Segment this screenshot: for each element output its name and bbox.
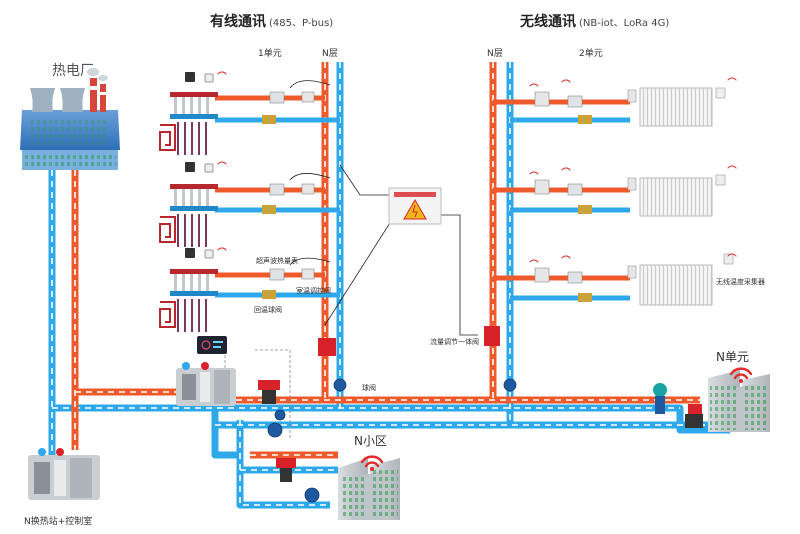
heat-meter-icon <box>262 91 592 302</box>
unit1-label: 1单元 <box>258 49 282 59</box>
temp-valve-label: 室温调控阀 <box>296 287 331 295</box>
control-panel-icon <box>197 336 227 354</box>
floor-n-left-label: N层 <box>322 49 338 59</box>
warning-box-icon <box>388 187 442 225</box>
flow-meter-icon <box>653 383 667 414</box>
butterfly-valve-icon <box>267 378 517 503</box>
heat-exchange-station-icon <box>28 448 100 500</box>
power-plant-label: 热电厂 <box>52 63 94 79</box>
wifi-signal-icon <box>217 71 753 471</box>
apartment-building-icon <box>338 458 400 520</box>
wired-communication-title: 有线通讯(485、P-bus) <box>210 11 333 31</box>
wired-title-sub: (485、P-bus) <box>269 18 334 29</box>
floor-n-right-label: N层 <box>487 49 503 59</box>
radiator-icon <box>627 87 734 306</box>
power-plant-icon <box>20 68 120 170</box>
n-community-label: N小区 <box>354 434 387 448</box>
control-valve-icon <box>258 326 703 482</box>
n-unit-label: N单元 <box>716 350 749 364</box>
apartment-building-icon <box>708 370 770 432</box>
return-pipes <box>48 62 740 509</box>
heat-exchange-station-icon <box>176 362 236 406</box>
wireless-title-main: 无线通讯 <box>520 14 576 30</box>
unit2-label: 2单元 <box>579 49 603 59</box>
wired-title-main: 有线通讯 <box>210 14 266 30</box>
flow-regulator-label: 流量调节一体阀 <box>430 338 479 346</box>
exchange-station-label: N换热站+控制室 <box>24 517 93 527</box>
return-temp-valve-label: 回温球阀 <box>254 306 282 314</box>
ultrasonic-meter-label: 超声波热量表 <box>256 257 298 265</box>
wireless-communication-title: 无线通讯(NB-iot、LoRa 4G) <box>520 11 669 31</box>
wireless-floor-branches <box>440 99 630 336</box>
floor-heating-manifold-icon <box>159 92 219 333</box>
wireless-temp-collector-label: 无线温度采集器 <box>716 278 765 286</box>
thermostat-icon <box>185 72 214 259</box>
wireless-title-sub: (NB-iot、LoRa 4G) <box>579 18 670 29</box>
ball-valve-label: 球阀 <box>362 384 376 392</box>
